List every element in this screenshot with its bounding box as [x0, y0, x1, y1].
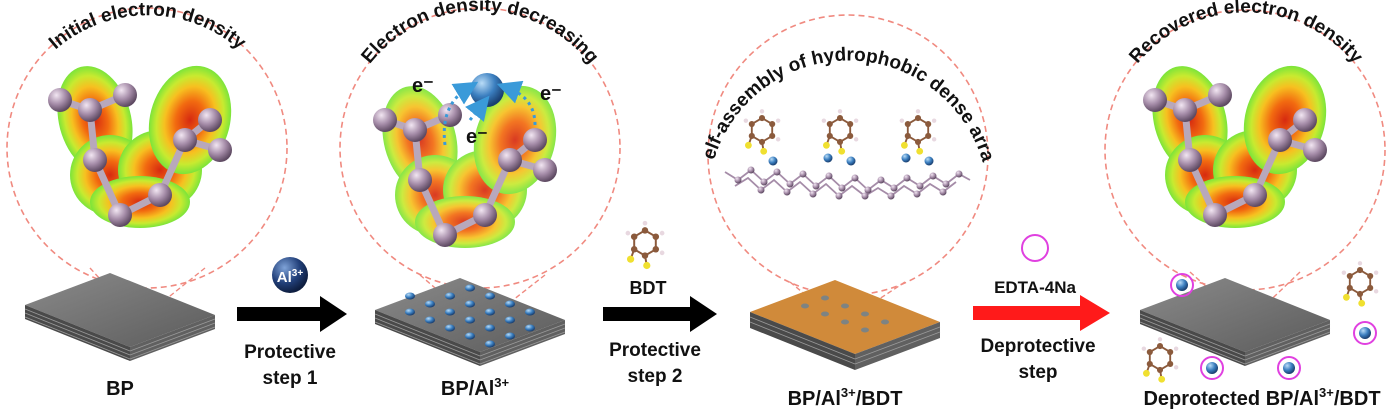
- panel-label: Deprotected BP/Al3+/BDT: [1143, 385, 1380, 410]
- panel-electron-decreasing: Electron density decreasing e⁻ e⁻ e⁻: [339, 0, 621, 400]
- bp-sheet: [24, 272, 216, 362]
- electron-label: e⁻: [412, 75, 434, 97]
- al-ion-icon: [272, 257, 308, 293]
- bp-electron-density: [371, 76, 568, 248]
- zoom-circle: [707, 14, 989, 296]
- zoom-circle: [1104, 9, 1386, 291]
- step-line-2: step 2: [628, 366, 683, 387]
- arrow-deprotective-step: EDTA-4Na Deprotective step: [973, 234, 1110, 383]
- bp-al-sheet: [374, 277, 566, 367]
- electron-label: e⁻: [540, 83, 562, 105]
- zoom-circle: [339, 7, 621, 289]
- reagent-label: EDTA-4Na: [994, 278, 1076, 297]
- step-line-1: Deprotective: [980, 336, 1095, 357]
- step-line-1: Protective: [244, 342, 336, 363]
- zoom-circle: [6, 7, 288, 289]
- reagent-label: Al3+: [277, 268, 304, 286]
- panel-title: Electron density decreasing: [357, 0, 602, 68]
- panel-label: BP/Al3+: [441, 375, 510, 400]
- panel-label: BP: [106, 378, 134, 400]
- bp-al-bdt-sheet: [749, 280, 941, 370]
- arrow-shape: [603, 296, 717, 332]
- step-line-1: Protective: [609, 340, 701, 361]
- bdt-array: [724, 108, 971, 200]
- bp-electron-density: [46, 56, 243, 228]
- arrow-protective-step-1: Al3+ Protective step 1: [237, 257, 347, 389]
- released-complexes: [1140, 260, 1380, 384]
- panel-title: Initial electron density: [45, 0, 250, 54]
- step-line-2: step: [1018, 362, 1057, 383]
- bdt-molecule-icon: [624, 219, 666, 271]
- bp-electron-density: [1141, 56, 1338, 228]
- arrow-shape: [973, 295, 1110, 331]
- panel-label: BP/Al3+/BDT: [788, 385, 903, 410]
- edta-ring-icon: [1021, 234, 1049, 262]
- arrow-shape: [237, 296, 347, 332]
- reagent-label: BDT: [630, 278, 667, 298]
- electron-label: e⁻: [466, 126, 488, 148]
- panel-recovered: Recovered electron density Deprotected B…: [1104, 0, 1386, 410]
- arrow-protective-step-2: BDT Protective step 2: [603, 219, 717, 387]
- panel-title: Recovered electron density: [1125, 0, 1367, 68]
- al-ion-icon: [470, 73, 504, 107]
- panel-initial: Initial electron density BP: [6, 0, 288, 400]
- step-line-2: step 1: [263, 368, 318, 389]
